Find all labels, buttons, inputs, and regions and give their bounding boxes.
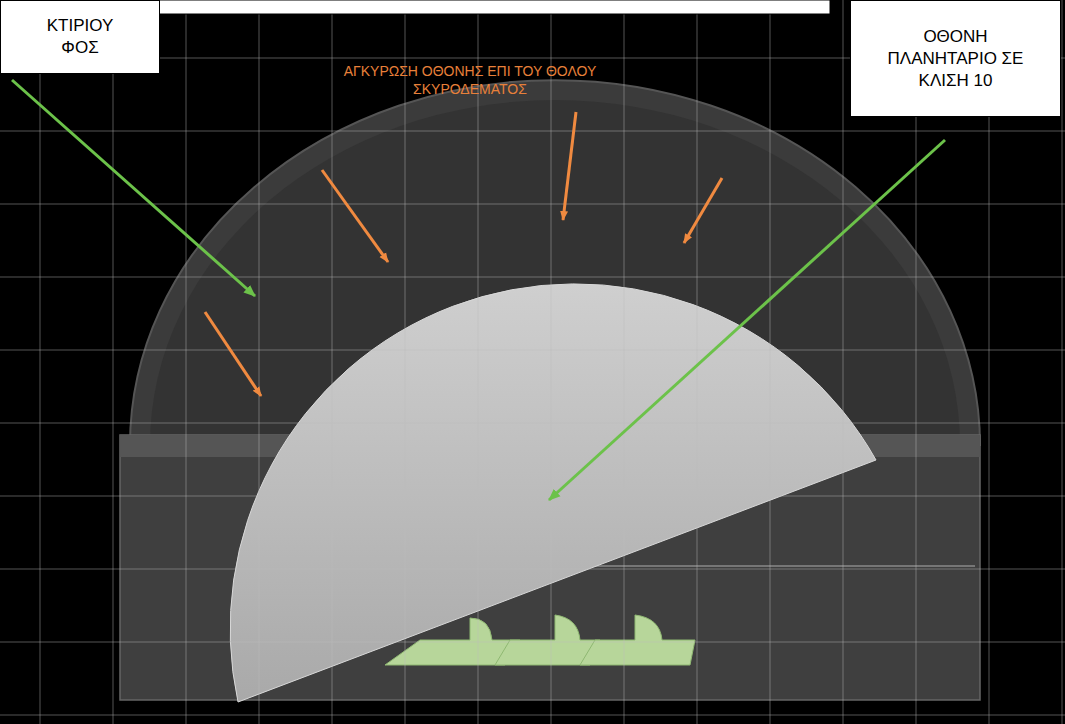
callout-box: ΟΘΟΝΗ ΠΛΑΝΗΤΑΡΙΟ ΣΕ ΚΛΙΣΗ 10 [850, 0, 1061, 117]
seats [385, 615, 695, 665]
annotation-label: ΑΓΚΥΡΩΣΗ ΟΘΟΝΗΣ ΕΠΙ ΤΟΥ ΘΟΛΟΥ ΣΚΥΡΟΔΕΜΑΤ… [330, 62, 610, 98]
callout-box: ΚΤΙΡΙΟΥ ΦΟΣ [0, 0, 160, 74]
callout-text: ΟΘΟΝΗ ΠΛΑΝΗΤΑΡΙΟ ΣΕ ΚΛΙΣΗ 10 [883, 26, 1028, 92]
leader-arrows [12, 80, 945, 500]
top-box [130, 0, 830, 14]
anchor-arrows [205, 112, 722, 396]
planetarium-screen [230, 284, 876, 702]
callout-text: ΚΤΙΡΙΟΥ ΦΟΣ [34, 15, 126, 59]
